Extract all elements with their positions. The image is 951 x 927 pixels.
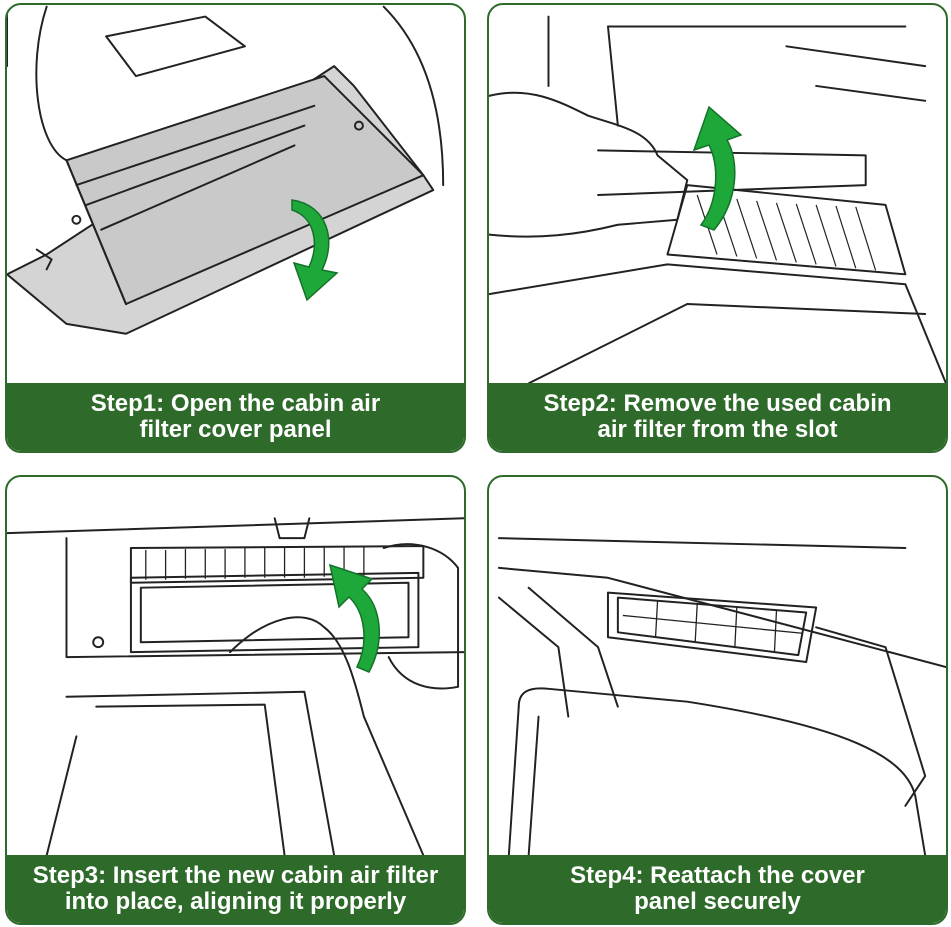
step-3-caption-line1: Step3: Insert the new cabin air filter — [33, 863, 438, 889]
step-1-illustration — [7, 5, 464, 385]
step-4-caption-line1: Step4: Reattach the cover — [570, 863, 865, 889]
step-3-caption-line2: into place, aligning it properly — [65, 889, 406, 915]
step-2-card: Step2: Remove the used cabin air filter … — [487, 3, 948, 453]
step-2-caption: Step2: Remove the used cabin air filter … — [489, 383, 946, 451]
step-3-card: Step3: Insert the new cabin air filter i… — [5, 475, 466, 925]
step-1-caption-line2: filter cover panel — [139, 417, 331, 443]
curved-arrow-up-icon — [327, 557, 402, 677]
step-1-card: Step1: Open the cabin air filter cover p… — [5, 3, 466, 453]
step-3-caption: Step3: Insert the new cabin air filter i… — [7, 855, 464, 923]
step-4-card: Step4: Reattach the cover panel securely — [487, 475, 948, 925]
curved-arrow-up-icon — [689, 105, 749, 235]
step-4-caption: Step4: Reattach the cover panel securely — [489, 855, 946, 923]
step-1-caption-line1: Step1: Open the cabin air — [91, 391, 380, 417]
step-2-caption-line1: Step2: Remove the used cabin — [543, 391, 891, 417]
step-1-caption: Step1: Open the cabin air filter cover p… — [7, 383, 464, 451]
curved-arrow-down-icon — [282, 195, 352, 305]
step-4-illustration — [489, 477, 946, 857]
reattach-cover-drawing — [489, 477, 946, 857]
step-2-caption-line2: air filter from the slot — [597, 417, 837, 443]
step-4-caption-line2: panel securely — [634, 889, 801, 915]
glovebox-open-drawing — [7, 5, 464, 385]
